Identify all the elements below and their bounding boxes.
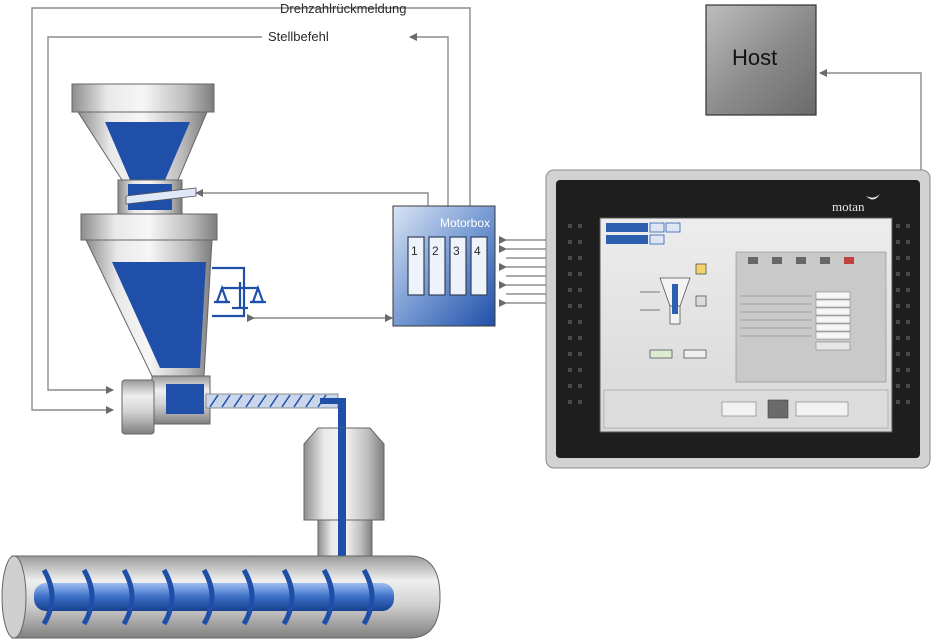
scale-icon — [212, 266, 266, 318]
host-connection-line — [819, 69, 922, 170]
motorbox-channel-2: 2 — [432, 244, 439, 258]
screen-tab-2[interactable] — [606, 235, 648, 244]
upper-hopper-material — [105, 122, 190, 180]
motorbox: Motorbox 1 2 3 4 — [392, 205, 496, 327]
swoosh-logo-icon — [866, 194, 880, 200]
motorbox-channel-3: 3 — [453, 244, 460, 258]
screen-nav-button-3[interactable] — [649, 234, 665, 245]
extruder-barrel — [1, 555, 441, 639]
agitator-blade — [125, 187, 197, 205]
signal-lines — [31, 7, 922, 414]
discharge-material — [166, 384, 204, 414]
barrel-end — [1, 555, 27, 639]
control-command-label: Stellbefehl — [268, 29, 329, 44]
host: Host — [705, 4, 817, 116]
motorbox-title: Motorbox — [440, 216, 490, 230]
screen-toolbar-icons[interactable] — [748, 257, 854, 264]
screen-nav-button-2[interactable] — [665, 222, 681, 233]
screen-start-button[interactable] — [795, 401, 849, 417]
motorbox-slot-4 — [470, 236, 488, 296]
motorbox-slot-3 — [449, 236, 467, 296]
screen-mini-schematic — [640, 263, 707, 359]
bezel-dots-left — [568, 224, 582, 404]
motorbox-channel-4: 4 — [474, 244, 481, 258]
hopper-lid — [71, 83, 215, 113]
control-command-line — [409, 33, 449, 218]
screen-data-rows — [740, 291, 851, 351]
control-command-return-line — [47, 36, 262, 394]
screen-tab-1[interactable] — [606, 223, 648, 232]
hopper-assembly — [71, 83, 385, 580]
screen-data-panel — [735, 251, 887, 383]
host-box — [705, 4, 817, 116]
screen-action-button[interactable] — [767, 399, 789, 419]
extruder-screw-flights — [41, 568, 375, 626]
bus-lines — [499, 236, 546, 307]
bezel-dots-right — [896, 224, 910, 404]
drop-pipe-h — [320, 398, 346, 404]
weigh-hopper-material — [112, 262, 206, 368]
screen-logout-button[interactable] — [721, 401, 757, 417]
control-panel: motan — [545, 169, 931, 469]
motorbox-slot-1 — [407, 236, 425, 296]
motorbox-channels: 1 2 3 4 — [407, 236, 488, 296]
motorbox-channel-1: 1 — [411, 244, 418, 258]
motorbox-slot-2 — [428, 236, 446, 296]
drop-pipe-lower — [338, 428, 346, 578]
panel-brand-logo: motan — [832, 199, 865, 214]
speed-feedback-label: Drehzahlrückmeldung — [280, 1, 406, 16]
speed-feedback-line — [31, 7, 471, 414]
screen-nav-button-1[interactable] — [649, 222, 665, 233]
weigh-hopper-lid — [80, 213, 218, 241]
feeder-motor — [121, 379, 155, 435]
host-label: Host — [732, 45, 777, 70]
